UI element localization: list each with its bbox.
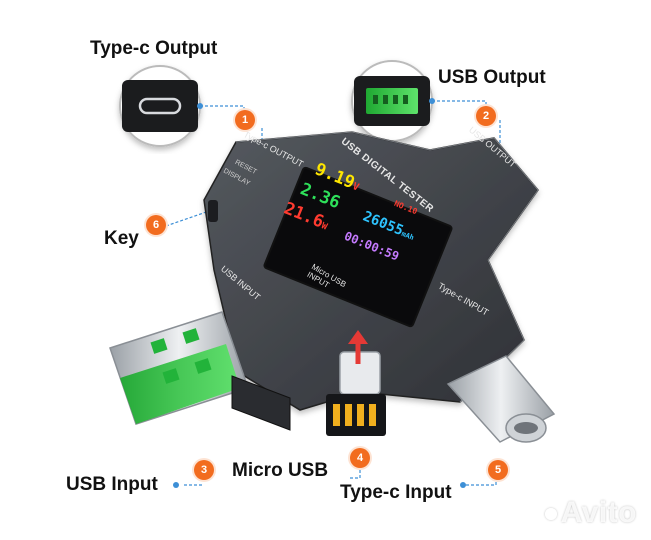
marker-4: 4 — [350, 448, 370, 468]
tester-screen — [263, 166, 453, 328]
typec-input-plug — [446, 355, 556, 443]
side-connector — [231, 375, 291, 431]
usb-output-zoom — [351, 60, 433, 142]
typec-output-label: Type-c Output — [90, 38, 218, 59]
typec-output-zoom — [119, 65, 201, 147]
usb-input-label: USB Input — [66, 474, 158, 495]
avito-watermark-text: Avito — [560, 496, 637, 529]
marker-3: 3 — [194, 460, 214, 480]
group-number: NO.10 — [392, 198, 419, 217]
capacity-unit: mAh — [400, 229, 416, 242]
usb-a-port-icon — [366, 88, 418, 114]
capacity-value: 26055 — [360, 208, 406, 240]
marker-6: 6 — [146, 215, 166, 235]
typec-input-label: Type-c Input — [340, 482, 452, 503]
avito-watermark: Avito — [544, 496, 637, 530]
avito-logo-icon — [544, 508, 557, 521]
micro-usb-plug — [326, 330, 386, 436]
marker-2: 2 — [476, 106, 496, 126]
usb-output-label: USB Output — [438, 67, 546, 88]
usb-c-port-icon — [138, 97, 182, 115]
key-label: Key — [104, 228, 139, 249]
usb-input-plug — [109, 311, 249, 425]
micro-usb-label: Micro USB — [232, 460, 329, 481]
marker-1: 1 — [235, 110, 255, 130]
marker-5: 5 — [488, 460, 508, 480]
key-button-shape — [208, 200, 218, 222]
